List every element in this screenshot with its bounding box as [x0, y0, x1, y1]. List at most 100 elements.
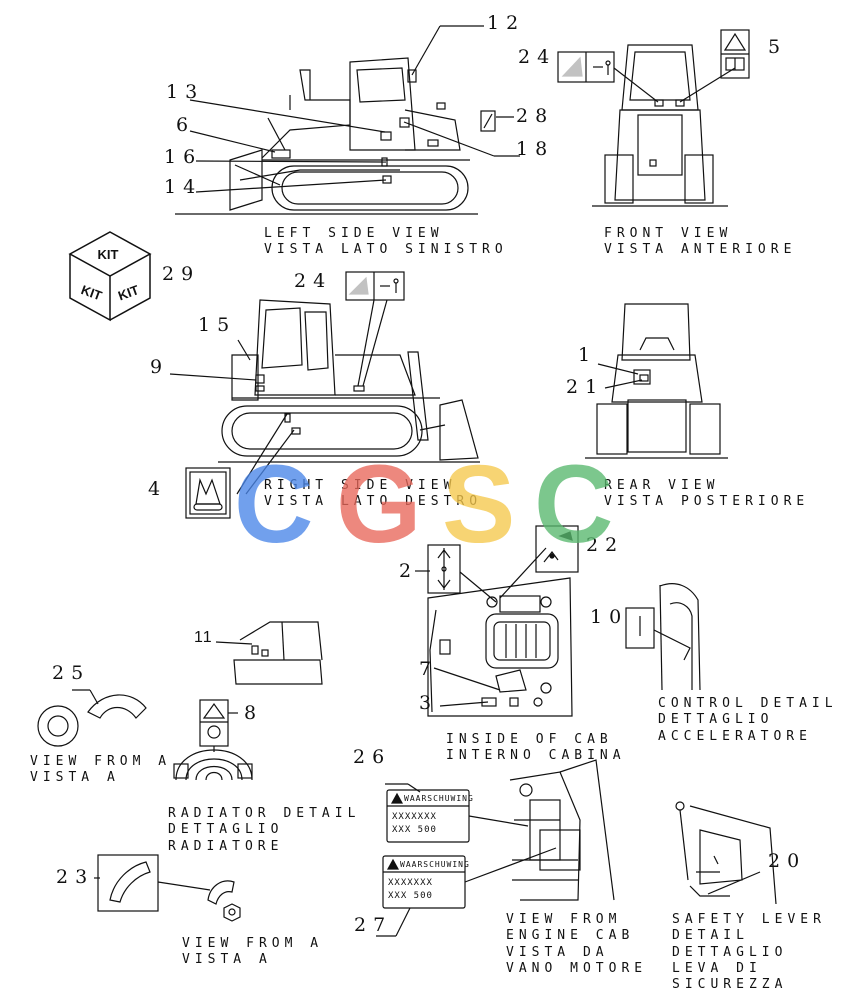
- decal-5: [720, 29, 750, 79]
- callout-6: 6: [176, 114, 196, 136]
- inside-cab-panel: [427, 577, 573, 717]
- caption-engine-it: VISTA DA VANO MOTORE: [506, 944, 648, 976]
- caption-inside-cab: INSIDE OF CAB INTERNO CABINA: [446, 732, 626, 765]
- dozer-right-side-view: [218, 299, 480, 463]
- dozer-view-11: [215, 621, 323, 685]
- caption-left-side-en: LEFT SIDE VIEW: [264, 226, 444, 241]
- callout-8: 8: [244, 702, 264, 724]
- callout-13: 13: [166, 81, 205, 103]
- callout-20: 20: [768, 850, 807, 872]
- callout-25: 25: [52, 662, 91, 684]
- watermark-letter-s: S: [442, 443, 516, 566]
- caption-engine-cab: VIEW FROM ENGINE CAB VISTA DA VANO MOTOR…: [506, 912, 666, 977]
- callout-9: 9: [150, 356, 170, 378]
- front-leaders: [613, 67, 736, 103]
- caption-radiator-it: DETTAGLIO: [168, 822, 284, 838]
- warning-26-line1: XXXXXXX: [392, 812, 437, 822]
- callout-15: 15: [198, 314, 237, 336]
- callout-26: 26: [353, 746, 392, 768]
- kit-label-top: KIT: [98, 247, 119, 262]
- callout-21: 21: [566, 376, 605, 398]
- caption-front-en: FRONT VIEW: [604, 226, 733, 241]
- callout-5: 5: [768, 36, 788, 58]
- callout-24-top: 24: [518, 46, 557, 68]
- caption-inside-cab-en: INSIDE OF CAB: [446, 732, 613, 747]
- callout-29: 29: [162, 263, 201, 285]
- callout-24-mid: 24: [294, 270, 333, 292]
- dozer-left-side-view: [175, 57, 478, 215]
- kit-box-icon: [68, 231, 152, 322]
- caption-safety-it: DETTAGLIO: [672, 944, 788, 960]
- caption-safety-en: SAFETY LEVER DETAIL: [672, 912, 826, 944]
- caption-control-en: CONTROL DETAIL: [658, 696, 838, 711]
- view-a-25: [37, 689, 147, 747]
- callout-12: 12: [487, 12, 526, 34]
- kit-label-left: KIT: [79, 282, 104, 303]
- warning-27-line1: XXXXXXX: [388, 878, 433, 888]
- callout-1: 1: [578, 344, 598, 366]
- callout-14: 14: [164, 176, 203, 198]
- callout-7: 7: [419, 658, 439, 680]
- kit-label-right: KIT: [116, 282, 141, 303]
- caption-safety-lever: SAFETY LEVER DETAIL DETTAGLIO LEVA DI SI…: [672, 912, 848, 993]
- callout-10: 10: [590, 606, 629, 628]
- caption-engine-en: VIEW FROM ENGINE CAB: [506, 912, 635, 944]
- callout-22: 22: [586, 534, 625, 556]
- control-detail: [625, 583, 701, 691]
- rear-leaders: [597, 363, 643, 389]
- warning-27-title: WAARSCHUWING: [400, 860, 470, 869]
- decal-2: [427, 544, 461, 594]
- caption-radiator: RADIATOR DETAIL DETTAGLIO RADIATORE: [168, 806, 360, 855]
- watermark-letter-g: G: [336, 443, 422, 566]
- decal-28-hatch: [483, 113, 493, 129]
- caption-left-side-it: VISTA LATO SINISTRO: [264, 242, 508, 258]
- callout-11: 11: [194, 629, 213, 646]
- warning-26-line2: XXX 500: [392, 825, 437, 835]
- caption-front-it: VISTA ANTERIORE: [604, 242, 797, 258]
- callout-18: 18: [516, 138, 555, 160]
- left-side-leaders: [189, 25, 520, 193]
- caption-view-a-bottom-it: VISTA A: [182, 952, 272, 968]
- caption-rear-it: VISTA POSTERIORE: [604, 494, 810, 510]
- safety-lever-detail: [675, 801, 777, 905]
- caption-view-a-top-it: VISTA A: [30, 770, 120, 786]
- caption-left-side-view: LEFT SIDE VIEW VISTA LATO SINISTRO: [264, 226, 508, 259]
- caption-inside-cab-it: INTERNO CABINA: [446, 748, 626, 764]
- warning-decal-27: [376, 847, 557, 937]
- warning-27-line2: XXX 500: [388, 891, 433, 901]
- caption-front-view: FRONT VIEW VISTA ANTERIORE: [604, 226, 796, 259]
- decal-4: [185, 467, 231, 519]
- caption-control-it: DETTAGLIO: [658, 712, 774, 728]
- dozer-rear-view: [585, 303, 728, 459]
- caption-view-a-bottom-en: VIEW FROM A: [182, 936, 324, 951]
- view-a-23: [94, 854, 241, 922]
- watermark-letter-c1: C: [234, 443, 314, 566]
- caption-view-a-top: VIEW FROM A VISTA A: [30, 754, 171, 787]
- callout-16: 16: [164, 146, 203, 168]
- caption-rear-view: REAR VIEW VISTA POSTERIORE: [604, 478, 809, 511]
- watermark-letter-c2: C: [534, 443, 614, 566]
- radiator-detail: [173, 699, 253, 781]
- caption-right-side-view: RIGHT SIDE VIEW VISTA LATO DESTRO: [264, 478, 482, 511]
- decal-22: [535, 525, 579, 573]
- callout-23: 23: [56, 866, 95, 888]
- caption-view-a-bottom: VIEW FROM A VISTA A: [182, 936, 323, 969]
- caption-rear-en: REAR VIEW: [604, 478, 720, 493]
- dozer-front-view: [592, 44, 728, 207]
- callout-27: 27: [354, 914, 393, 936]
- warning-decal-26: [385, 783, 529, 843]
- caption-right-side-it: VISTA LATO DESTRO: [264, 494, 483, 510]
- caption-safety-it2: LEVA DI SICUREZZA: [672, 960, 788, 992]
- callout-4: 4: [148, 478, 168, 500]
- engine-cab-view: [509, 759, 615, 901]
- caption-radiator-it2: RADIATORE: [168, 838, 284, 854]
- caption-view-a-top-en: VIEW FROM A: [30, 754, 172, 769]
- decal-24-mid: [345, 271, 405, 301]
- callout-28: 28: [516, 105, 555, 127]
- callout-2: 2: [399, 560, 419, 582]
- decal-28-box: [480, 110, 496, 132]
- right-side-leaders: [169, 299, 388, 495]
- caption-right-side-en: RIGHT SIDE VIEW: [264, 478, 457, 493]
- caption-radiator-en: RADIATOR DETAIL: [168, 806, 361, 821]
